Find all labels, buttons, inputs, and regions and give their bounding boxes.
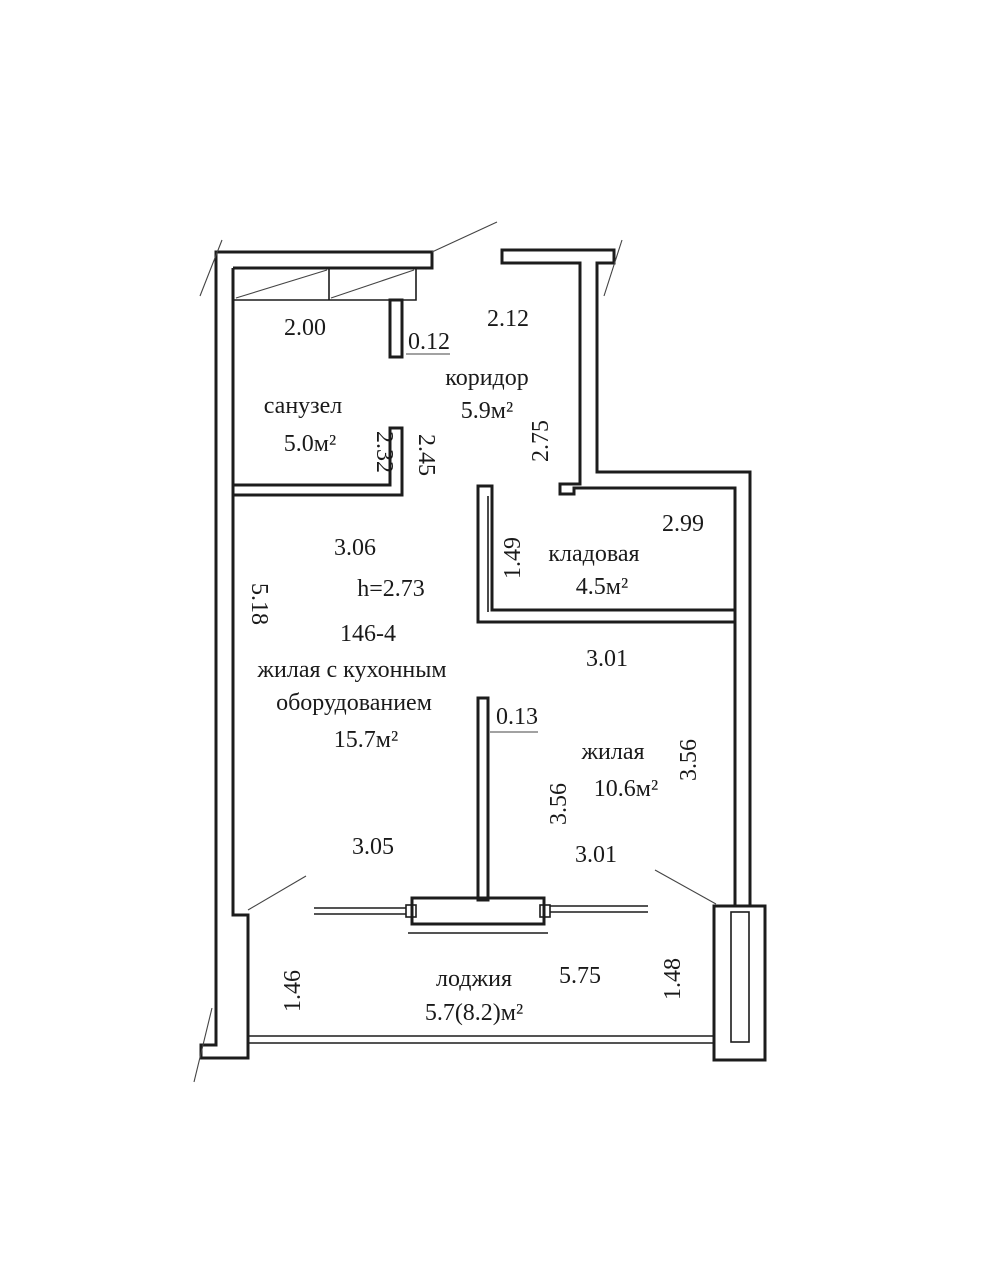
dim-1-48: 1.48 [660,958,686,1000]
ceiling-height-label: h=2.73 [357,576,425,602]
entry-door-swing [431,221,498,253]
dim-2-32: 2.32 [371,431,397,473]
dim-2-99: 2.99 [662,511,704,537]
left-outer-wall [199,268,250,1060]
dim-0-13: 0.13 [496,704,538,730]
break-line-top-left [199,239,223,297]
balcony-door-left-knob [405,904,417,918]
break-line-top-right [603,239,623,297]
dim-2-00: 2.00 [284,315,326,341]
room-area-zhilaya: 10.6м² [594,776,658,802]
lodgia-right-wall [712,904,767,1062]
dim-1-49: 1.49 [500,537,526,579]
balcony-door-frame [410,896,546,926]
bathroom-top-wall [214,250,434,282]
dim-3-56-right: 3.56 [676,739,702,781]
room-name-koridor: коридор [445,365,529,391]
dim-1-46: 1.46 [280,970,306,1012]
living-partition [476,696,490,902]
dim-3-06: 3.06 [334,535,376,561]
dim-3-05: 3.05 [352,834,394,860]
break-line-bottom-left [193,1007,213,1083]
room-area-koridor: 5.9м² [461,398,513,424]
dim-5-75: 5.75 [559,963,601,989]
dim-0-12: 0.12 [408,329,450,355]
dimension-labels: 2.00 0.12 2.12 2.32 2.45 2.75 3.06 5.18 … [246,306,704,1012]
dim-2-12: 2.12 [487,306,529,332]
walls [193,221,767,1083]
shelf-hatch-1 [235,269,328,299]
dim-5-18: 5.18 [246,583,272,625]
room-area-kladovaya: 4.5м² [576,574,628,600]
room-name-zhilaya-kitchen-line1: жилая с кухонным [256,657,446,683]
storage-walls [476,484,737,624]
bathroom-partition-upper [388,298,404,359]
bathroom-partition-lower [231,426,404,497]
corridor-right-wall [500,248,752,908]
room-name-kladovaya: кладовая [548,541,639,567]
room-area-sanuzel: 5.0м² [284,431,336,457]
dim-3-01-bottom: 3.01 [575,842,617,868]
dim-2-45: 2.45 [413,434,439,476]
room-name-zhilaya-kitchen-line2: оборудованием [276,690,432,716]
bathroom-top-inner [233,267,417,301]
dim-3-01-top: 3.01 [586,646,628,672]
apartment-code-label: 146-4 [340,621,396,647]
lodgia-right-inner [730,911,750,1043]
dim-2-75: 2.75 [528,420,554,462]
dim-3-56-left: 3.56 [546,783,572,825]
room-area-lodzhiya: 5.7(8.2)м² [425,1000,523,1026]
room-area-zhilaya-kitchen: 15.7м² [334,727,398,753]
lodgia-door-swing-right [654,869,717,905]
balcony-door-right-knob [539,904,551,918]
lodgia-door-swing-left [247,875,307,911]
room-name-sanuzel: санузел [264,393,343,419]
room-name-zhilaya: жилая [580,739,644,765]
shelf-hatch-2 [330,269,415,299]
room-name-lodzhiya: лоджия [436,966,512,992]
room-labels: санузел 5.0м² коридор 5.9м² кладовая 4.5… [256,365,658,1026]
